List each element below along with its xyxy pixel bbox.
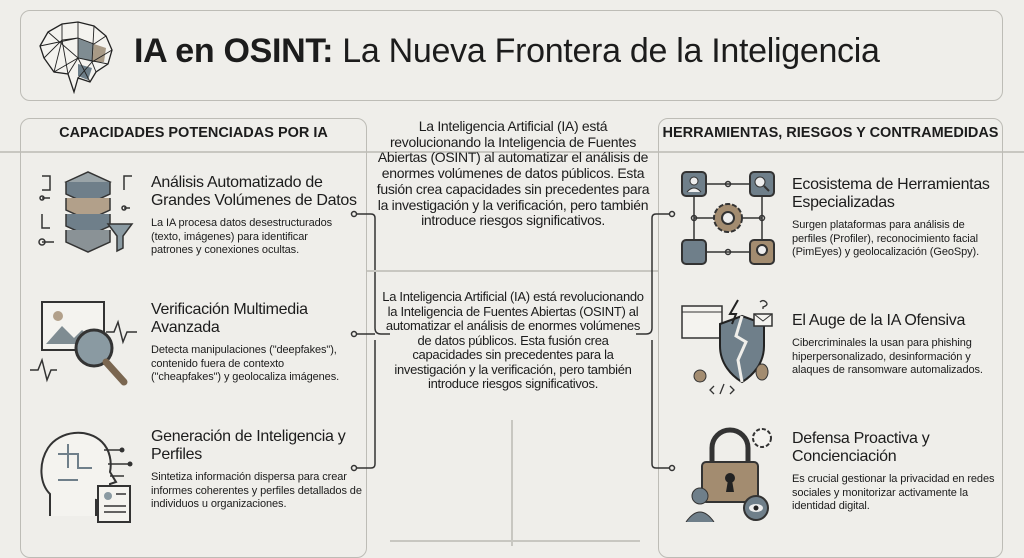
image-magnifier-icon bbox=[30, 301, 137, 386]
tools-item-title: El Auge de la IA Ofensiva bbox=[792, 312, 966, 329]
capability-desc: Sintetiza información dispersa para crea… bbox=[151, 471, 362, 510]
capability-item: Análisis Automatizado de Grandes Volúmen… bbox=[151, 174, 379, 258]
tools-network-icon bbox=[681, 171, 775, 265]
capability-desc: Detecta manipulaciones ("deepfakes"), co… bbox=[151, 344, 340, 383]
tools-heading: HERRAMIENTAS, RIESGOS Y CONTRAMEDIDAS bbox=[662, 125, 999, 141]
tools-item-title: Defensa Proactiva y Concienciación bbox=[792, 430, 930, 465]
right-bracket-connector bbox=[636, 210, 676, 472]
tools-item-desc: Es crucial gestionar la privacidad en re… bbox=[792, 473, 995, 512]
broken-shield-icon bbox=[681, 299, 773, 395]
divider bbox=[390, 540, 640, 542]
capability-title: Generación de Inteligencia y Perfiles bbox=[151, 428, 346, 463]
tools-item: Defensa Proactiva y Concienciación Es cr… bbox=[792, 430, 1004, 514]
database-filter-icon bbox=[38, 171, 134, 253]
tools-item-desc: Surgen plataformas para análisis de perf… bbox=[792, 219, 980, 258]
tools-item-desc: Cibercriminales la usan para phishing hi… bbox=[792, 337, 983, 376]
padlock-user-icon bbox=[685, 427, 772, 522]
divider bbox=[511, 420, 513, 546]
tools-item: El Auge de la IA Ofensiva Cibercriminale… bbox=[792, 312, 1004, 378]
capability-title: Análisis Automatizado de Grandes Volúmen… bbox=[151, 174, 357, 209]
ai-head-document-icon bbox=[40, 431, 133, 523]
divider bbox=[367, 270, 658, 272]
capabilities-heading: CAPACIDADES POTENCIADAS POR IA bbox=[59, 125, 328, 141]
capability-item: Verificación Multimedia Avanzada Detecta… bbox=[151, 301, 366, 385]
page-title: IA en OSINT: La Nueva Frontera de la Int… bbox=[134, 32, 880, 70]
title-banner bbox=[20, 10, 1003, 101]
tools-item-title: Ecosistema de Herramientas Especializada… bbox=[792, 176, 990, 211]
capability-item: Generación de Inteligencia y Perfiles Si… bbox=[151, 428, 366, 512]
intro-text: La Inteligencia Artificial (IA) está rev… bbox=[382, 289, 644, 391]
intro-text: La Inteligencia Artificial (IA) está rev… bbox=[376, 118, 650, 229]
divider bbox=[0, 151, 1024, 153]
capability-desc: La IA procesa datos desestructurados (te… bbox=[151, 217, 333, 256]
tools-item: Ecosistema de Herramientas Especializada… bbox=[792, 176, 1004, 260]
left-bracket-connector bbox=[350, 210, 390, 472]
capability-title: Verificación Multimedia Avanzada bbox=[151, 301, 308, 336]
brain-network-icon bbox=[39, 21, 113, 94]
